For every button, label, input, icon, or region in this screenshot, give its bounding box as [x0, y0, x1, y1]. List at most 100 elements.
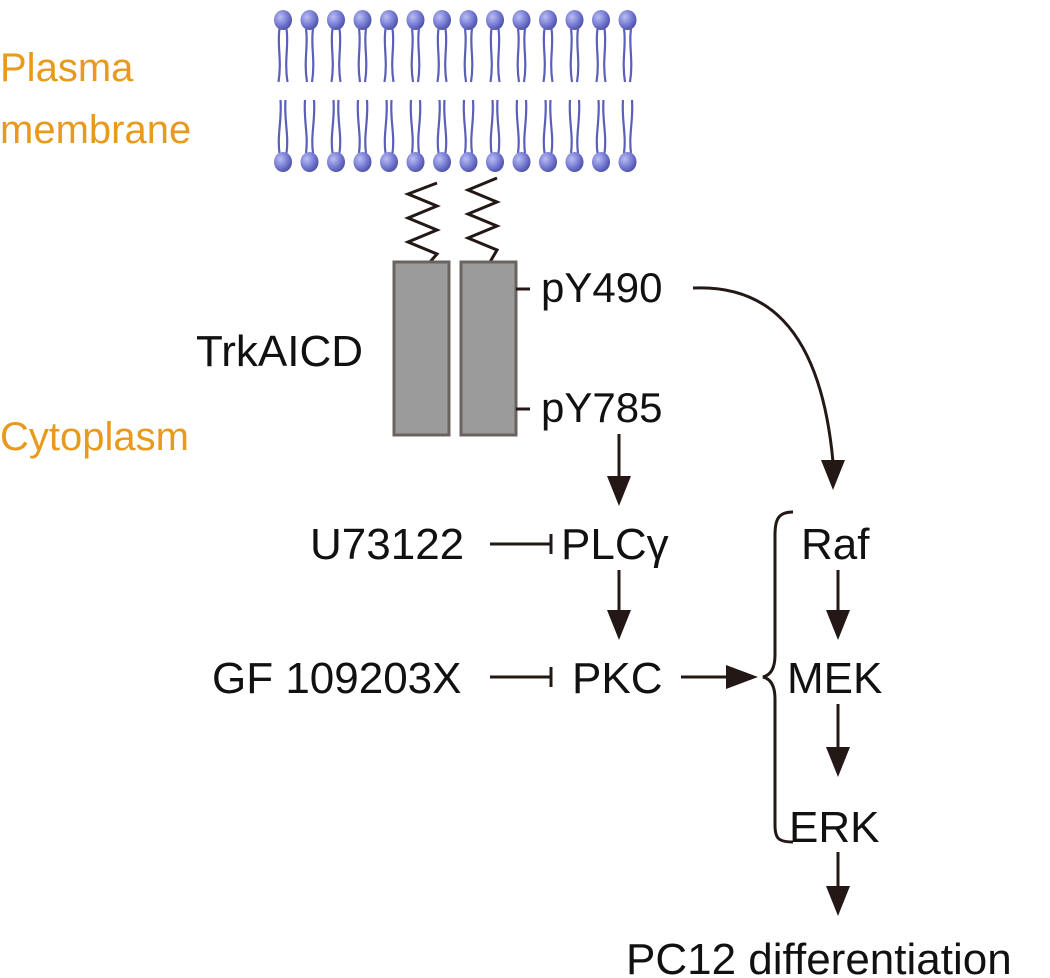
lipid-head-lower: [592, 152, 610, 172]
lipid-head-lower: [618, 152, 637, 172]
lipid-tail-upper: [489, 28, 493, 83]
lipid-tail-lower: [576, 99, 581, 154]
pY785-to-plc-arrowhead: [607, 476, 631, 506]
lipid-tail-lower: [303, 99, 308, 154]
lipid-tail-lower: [549, 99, 554, 154]
mapk-cascade-brace: [762, 510, 794, 844]
lipid-head-upper: [539, 10, 557, 30]
lipid-head-upper: [459, 10, 478, 30]
site-pY785: pY785: [541, 384, 662, 431]
lipid-tail-upper: [285, 28, 289, 83]
lipid-head-lower: [565, 152, 584, 172]
mek-to-erk-arrowhead: [826, 747, 850, 777]
lipid-head-lower: [327, 152, 345, 172]
transmembrane-linker-left: [403, 181, 441, 263]
lipid-tail-upper: [436, 28, 440, 83]
plc-to-pkc-arrowhead: [607, 610, 631, 640]
lipid-tail-upper: [416, 28, 421, 83]
lipid-tail-lower: [390, 99, 395, 154]
lipid-tail-lower: [277, 99, 282, 154]
lipid-head-lower: [459, 152, 478, 172]
lipid-tail-lower: [629, 99, 634, 154]
lipid-tail-lower: [356, 99, 361, 154]
lipid-tail-upper: [516, 28, 521, 83]
plasma-membrane-label-line1: Plasma: [0, 46, 134, 90]
lipid-tail-upper: [410, 28, 415, 83]
lipid-tail-upper: [338, 28, 342, 83]
lipid-head-upper: [406, 10, 425, 30]
lipid-tail-lower: [436, 99, 441, 154]
lipid-head-upper: [618, 10, 637, 30]
lipid-tail-upper: [330, 28, 334, 83]
lipid-tail-upper: [304, 28, 309, 83]
lipid-tail-lower: [330, 99, 335, 154]
lipid-head-lower: [512, 152, 531, 172]
node-plc-gamma: PLCγ: [561, 520, 669, 569]
lipid-tail-lower: [284, 99, 289, 154]
lipid-tail-upper: [628, 28, 633, 83]
lipid-head-lower: [274, 152, 292, 172]
lipid-tail-lower: [462, 99, 467, 154]
lipid-tail-upper: [569, 28, 574, 83]
lipid-tail-lower: [621, 99, 626, 154]
node-raf: Raf: [801, 520, 870, 569]
pkc-to-mapk-arrowhead: [726, 665, 758, 689]
lipid-head-upper: [274, 10, 292, 30]
lipid-tail-upper: [391, 28, 395, 83]
lipid-tail-upper: [522, 28, 527, 83]
lipid-tail-upper: [310, 28, 315, 83]
lipid-head-lower: [353, 152, 372, 172]
node-mek: MEK: [787, 654, 882, 703]
lipid-tail-lower: [337, 99, 342, 154]
lipid-tail-upper: [469, 28, 474, 83]
receptor-monomer-left: [392, 260, 451, 437]
lipid-tail-upper: [463, 28, 468, 83]
plasma-membrane-label-line2: membrane: [0, 108, 191, 152]
lipid-tail-lower: [383, 99, 388, 154]
receptor-monomer-right: [459, 260, 518, 437]
lipid-head-upper: [300, 10, 319, 30]
lipid-bilayer: [274, 10, 637, 172]
lipid-tail-lower: [542, 99, 547, 154]
lipid-tail-upper: [622, 28, 627, 83]
site-pY490: pY490: [541, 264, 662, 311]
lipid-tail-upper: [277, 28, 281, 83]
lipid-tail-lower: [364, 99, 369, 154]
lipid-tail-upper: [595, 28, 599, 83]
pY490-to-raf-arrow: [692, 286, 835, 463]
erk-to-outcome-arrowhead: [826, 886, 850, 916]
lipid-tail-upper: [444, 28, 448, 83]
raf-to-mek-arrowhead: [826, 610, 850, 640]
lipid-head-upper: [512, 10, 531, 30]
inhibitor-u73122: U73122: [310, 520, 464, 569]
lipid-tail-lower: [311, 99, 316, 154]
lipid-head-lower: [433, 152, 451, 172]
lipid-head-upper: [433, 10, 451, 30]
lipid-head-upper: [565, 10, 584, 30]
lipid-head-upper: [380, 10, 398, 30]
outcome-pc12-differentiation: PC12 differentiation: [626, 935, 1012, 978]
node-pkc: PKC: [572, 654, 662, 703]
transmembrane-linker-right: [464, 176, 501, 263]
lipid-head-lower: [406, 152, 425, 172]
lipid-tail-lower: [470, 99, 475, 154]
lipid-tail-upper: [542, 28, 546, 83]
lipid-tail-upper: [363, 28, 368, 83]
lipid-head-lower: [300, 152, 319, 172]
lipid-tail-lower: [409, 99, 414, 154]
lipid-tail-upper: [550, 28, 554, 83]
lipid-tail-upper: [575, 28, 580, 83]
lipid-head-upper: [486, 10, 504, 30]
lipid-tail-lower: [568, 99, 573, 154]
lipid-head-lower: [380, 152, 398, 172]
lipid-tail-lower: [489, 99, 494, 154]
lipid-head-upper: [353, 10, 372, 30]
cytoplasm-label: Cytoplasm: [0, 415, 189, 459]
lipid-tail-upper: [603, 28, 607, 83]
lipid-head-lower: [539, 152, 557, 172]
lipid-tail-upper: [383, 28, 387, 83]
lipid-tail-lower: [515, 99, 520, 154]
receptor-label: TrkAICD: [196, 327, 363, 376]
lipid-tail-lower: [496, 99, 501, 154]
